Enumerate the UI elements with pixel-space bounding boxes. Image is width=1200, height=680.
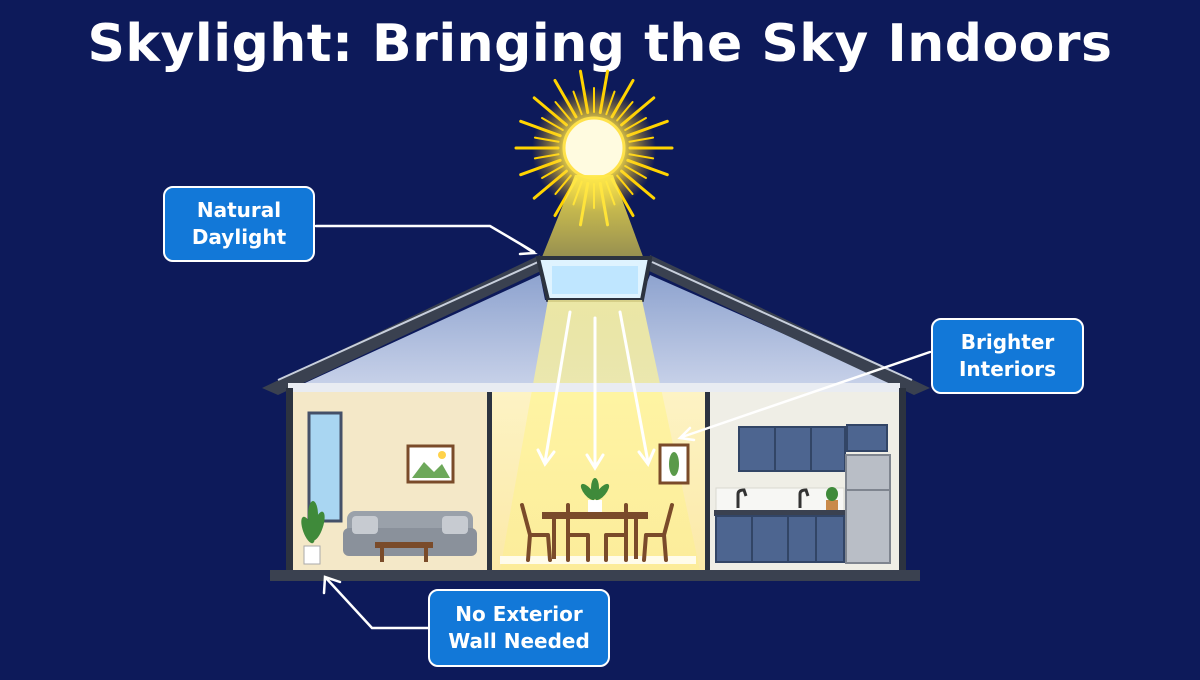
interior-light-beam	[500, 300, 700, 570]
table-leg-r	[424, 548, 428, 562]
roof-edge-right	[651, 261, 913, 381]
refrigerator	[845, 454, 891, 564]
callout-leaders	[314, 224, 932, 630]
page-title: Skylight: Bringing the Sky Indoors	[87, 14, 1113, 74]
faucets	[736, 488, 810, 508]
roof-left	[262, 255, 543, 395]
callout-wall-line2: Wall Needed	[448, 629, 590, 653]
callout-daylight-line1: Natural	[196, 198, 282, 222]
light-arrows	[536, 310, 656, 471]
sun-light-shaft	[540, 175, 645, 262]
wall-left	[286, 388, 293, 573]
leaf-art	[669, 452, 679, 476]
range-hood-cabinet	[846, 424, 888, 452]
callout-interiors-line1: Brighter	[960, 330, 1055, 354]
plant-leaves	[301, 501, 325, 544]
upper-cabinets	[738, 426, 846, 472]
centerpiece-plant	[580, 478, 610, 501]
callout-daylight-line2: Daylight	[191, 225, 287, 249]
callout-interiors-line2: Interiors	[958, 357, 1057, 381]
callout-brighter-interiors: Brighter Interiors	[931, 318, 1084, 394]
dining-rug	[500, 556, 696, 564]
sofa-cushion-l	[352, 516, 378, 534]
lower-cabinets	[715, 515, 845, 563]
dining-table-leg-r	[634, 519, 638, 559]
picture-sun	[438, 451, 446, 459]
backsplash	[715, 487, 845, 513]
sofa-cushion-r	[442, 516, 468, 534]
dining-chairs	[520, 503, 674, 562]
picture-mountains	[412, 462, 450, 478]
roof-edge-left	[277, 261, 539, 381]
coffee-table	[375, 542, 433, 548]
wall-right	[899, 388, 906, 573]
partition-2	[705, 392, 710, 570]
table-leg-l	[380, 548, 384, 562]
partition-1	[487, 392, 492, 570]
kitchen-plant-pot	[826, 500, 838, 510]
callout-wall-line1: No Exterior	[455, 602, 583, 626]
sun-icon	[562, 116, 626, 180]
floor	[270, 570, 920, 581]
dining-table	[542, 512, 648, 519]
callout-no-exterior-wall: No Exterior Wall Needed	[428, 589, 610, 667]
dining-table-leg-l	[552, 519, 556, 559]
centerpiece-pot	[588, 500, 602, 512]
callout-natural-daylight: Natural Daylight	[163, 186, 315, 262]
kitchen-plant	[826, 487, 838, 501]
skylight-glass	[552, 266, 638, 294]
countertop	[714, 510, 846, 516]
plant-pot	[303, 545, 321, 565]
